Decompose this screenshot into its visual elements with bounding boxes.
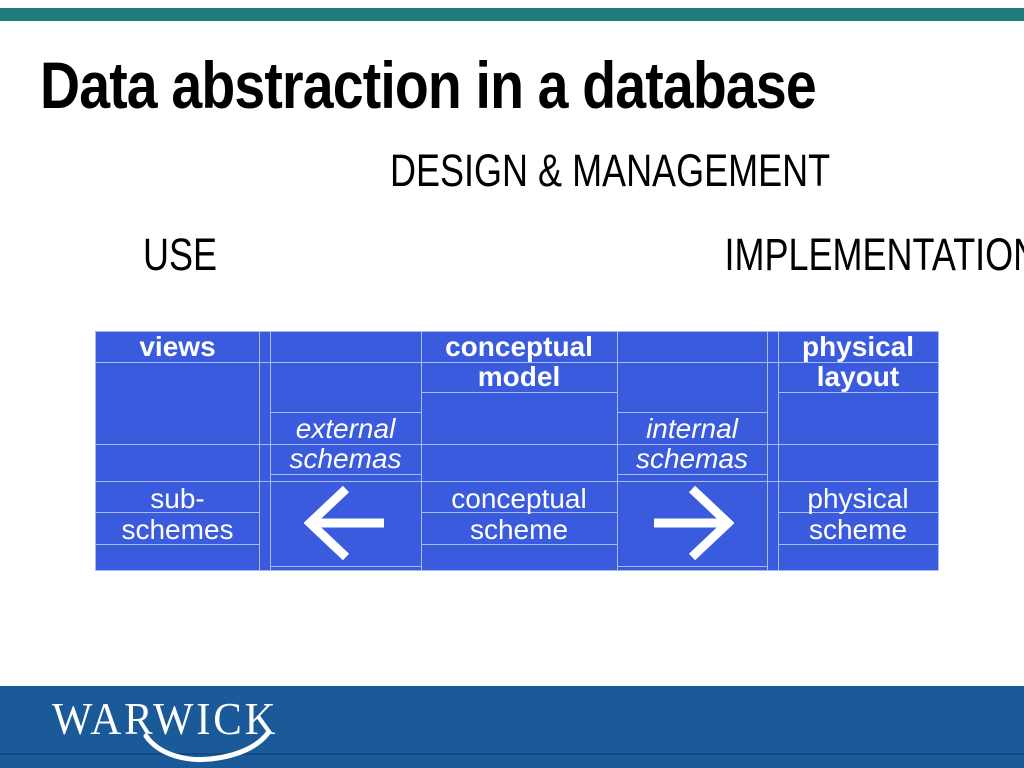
warwick-logo: WARWICK xyxy=(52,693,279,744)
grid-line xyxy=(778,332,779,570)
cell-views-text: views xyxy=(139,331,216,362)
cell-text: schemes xyxy=(121,514,234,545)
cell-conceptual-scheme: conceptual scheme xyxy=(421,483,617,545)
grid-line xyxy=(96,362,938,363)
grid-line xyxy=(767,332,768,570)
cell-views: views xyxy=(96,332,259,362)
warwick-logo-swash-icon xyxy=(143,730,271,763)
grid-line xyxy=(96,512,259,513)
grid-line xyxy=(270,566,421,567)
right-arrow-icon xyxy=(654,485,734,561)
cell-internal-schemas: internal schemas xyxy=(617,414,767,474)
phase-ampersand-line: & xyxy=(538,145,563,196)
slide-title: Data abstraction in a database xyxy=(40,48,817,122)
phase-management-line: MANAGEMENT xyxy=(572,145,831,196)
cell-sub-schemes: sub- schemes xyxy=(96,483,259,545)
grid-line xyxy=(778,392,938,393)
cell-text: layout xyxy=(816,361,900,392)
grid-line xyxy=(270,332,271,570)
cell-physical-scheme: physical scheme xyxy=(778,483,938,545)
cell-text: conceptual xyxy=(451,483,587,514)
phase-label-use: USE xyxy=(142,229,218,280)
grid-line xyxy=(270,474,421,475)
phase-label-implementation: IMPLEMENTATION xyxy=(724,229,1024,280)
left-arrow-icon xyxy=(304,485,384,561)
grid-line xyxy=(421,512,617,513)
grid-line xyxy=(778,512,938,513)
grid-line xyxy=(421,544,617,545)
footer-bar: WARWICK xyxy=(0,686,1024,768)
cell-conceptual-model: conceptual model xyxy=(421,332,617,392)
cell-text: physical xyxy=(801,331,915,362)
cell-text: physical xyxy=(807,483,909,514)
cell-text: sub- xyxy=(150,483,205,514)
cell-text: external xyxy=(295,413,396,444)
grid-line xyxy=(259,332,260,570)
grid-line xyxy=(96,444,938,445)
cell-text: model xyxy=(477,361,561,392)
cell-physical-layout: physical layout xyxy=(778,332,938,392)
cell-text: scheme xyxy=(469,514,569,545)
grid-line xyxy=(617,332,618,570)
cell-text: internal xyxy=(646,413,738,444)
cell-text: schemas xyxy=(289,443,402,474)
cell-text: scheme xyxy=(808,514,908,545)
grid-line xyxy=(270,412,421,413)
phase-design-line: DESIGN xyxy=(390,145,529,196)
grid-line xyxy=(778,544,938,545)
grid-line xyxy=(617,566,767,567)
grid-line xyxy=(96,544,259,545)
grid-line xyxy=(421,392,617,393)
top-accent-bar xyxy=(0,8,1024,21)
phase-label-design-management: DESIGN & MANAGEMENT xyxy=(390,148,830,193)
footer-divider xyxy=(0,753,1024,755)
grid-line xyxy=(96,481,938,482)
grid-line xyxy=(421,332,422,570)
grid-line xyxy=(617,412,767,413)
abstraction-table: views conceptual model physical layout e… xyxy=(95,331,939,571)
cell-text: conceptual xyxy=(445,331,593,362)
cell-external-schemas: external schemas xyxy=(270,414,421,474)
grid-line xyxy=(617,474,767,475)
cell-text: schemas xyxy=(635,443,749,474)
